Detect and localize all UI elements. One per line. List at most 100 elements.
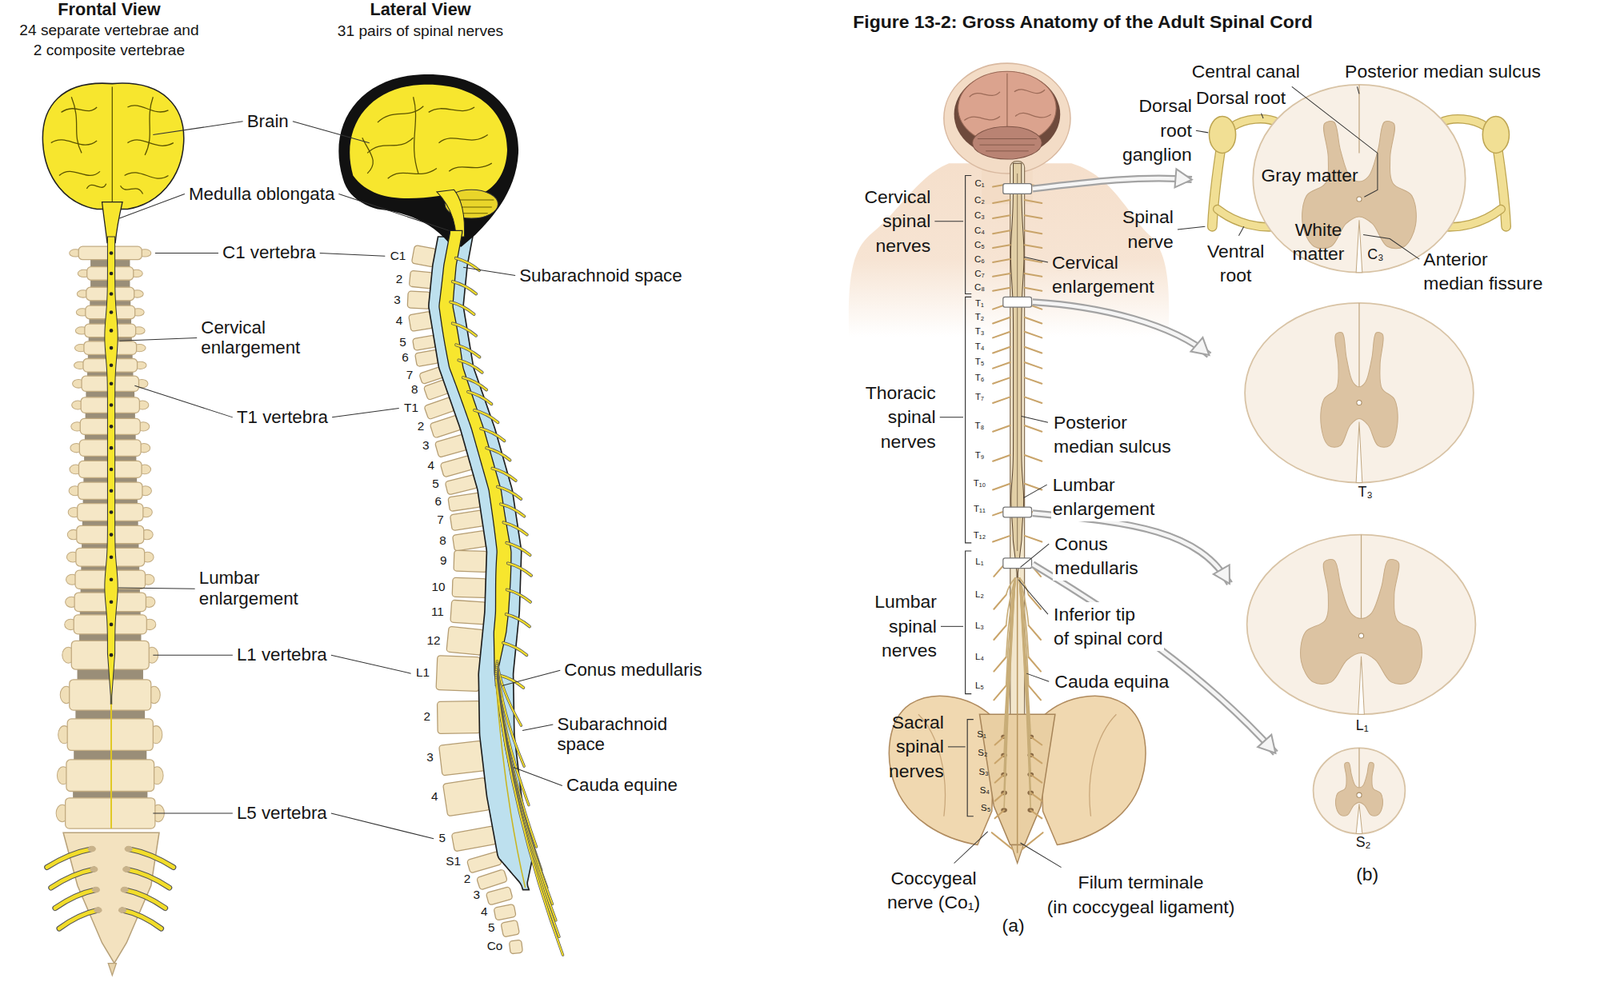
spinal-nerves-part [1028, 685, 1041, 700]
lateral-view-figure-part [486, 448, 510, 460]
segment-label: T₄ [975, 341, 985, 352]
spinal-nerves-part [1024, 455, 1043, 462]
posterior-view-figure-part [1016, 173, 1018, 552]
section-level: T₃ [1358, 484, 1373, 501]
segment-label: T₁₀ [973, 478, 987, 489]
lateral-view-figure-part [496, 669, 541, 871]
posterior-view-figure-part [964, 116, 1000, 120]
label-anchor: T₅ [975, 356, 985, 368]
frontal-view-figure-part [144, 96, 153, 156]
lateral-view-figure-part [452, 577, 487, 598]
lateral-view-figure-part [503, 643, 527, 656]
spinal-nerves-part [1022, 832, 1044, 849]
frontal-view-figure-part [67, 719, 153, 752]
spinal-nerves-part [1028, 595, 1041, 610]
leader-line [119, 337, 197, 341]
vertebra-number: Co [487, 940, 504, 954]
lateral-view-figure-part [456, 344, 480, 357]
lateral-view-figure-part [496, 673, 553, 904]
segment-label: T₁₁ [973, 504, 986, 515]
segment-label: C₇ [974, 268, 984, 280]
segment-label: C₂ [974, 195, 985, 206]
cord-cross-section-part [1356, 421, 1363, 483]
frontal-view-figure-part [71, 96, 82, 153]
label-anchor: 10 [432, 580, 446, 595]
frontal-view-figure-part [42, 83, 184, 209]
frontal-view-figure-part [109, 623, 114, 628]
spinal-nerves-part [992, 362, 1011, 369]
leader-line [292, 121, 370, 144]
text-line: nerve (Co₁) [887, 890, 980, 916]
lateral-view-figure-part [496, 680, 564, 956]
cord-cross-section-part [1313, 748, 1406, 834]
text-line: spinal [888, 734, 944, 760]
frontal-view-figure-part [128, 849, 174, 868]
leader-line [152, 812, 232, 814]
leader-line [332, 408, 400, 417]
leader-line [502, 670, 561, 686]
segment-label: T₈ [975, 420, 985, 432]
text-line: root [1207, 263, 1264, 288]
section-level: S₂ [1356, 835, 1372, 852]
lateral-view-figure-part [407, 291, 431, 309]
label-anchor: L₅ [975, 680, 984, 692]
figure-title: Figure 13-2: Gross Anatomy of the Adult … [852, 11, 1312, 34]
label-anchor: 3 [426, 751, 434, 765]
spinal-nerves-part [1024, 317, 1043, 324]
frontal-view-figure-part [109, 468, 114, 472]
spinal-nerves-part [1024, 396, 1043, 404]
segment-label: T₁₂ [973, 530, 986, 541]
label-anchor: 6 [435, 495, 443, 509]
frontal-view-figure-part [109, 363, 114, 368]
lateral-view-figure-part [500, 920, 520, 938]
label-anchor: S₂ [977, 748, 988, 759]
anatomy-label: Cervical enlargement [200, 317, 300, 359]
frontal-view-figure-part [109, 446, 114, 451]
spinal-nerves-part [1030, 755, 1042, 764]
label-anchor: 5 [432, 477, 440, 492]
text-line: median sulcus [1053, 434, 1172, 460]
label-anchor: Cauda equina [1052, 669, 1171, 695]
anatomy-label: T1 vertebra [236, 407, 328, 428]
spinal-nerves-part [1024, 288, 1043, 292]
label-anchor: 5 [438, 832, 446, 846]
vertebra-number: 5 [488, 921, 496, 936]
leader-line [134, 385, 232, 418]
anatomy-label: Inferior tip of spinal cord [1052, 602, 1164, 652]
lateral-view-figure-part [508, 940, 523, 955]
leader-line [1238, 226, 1244, 236]
lateral-view-figure-part [496, 680, 564, 956]
cord-cross-section-part [1252, 84, 1465, 273]
leader-line [1020, 544, 1050, 568]
leader-line [320, 252, 386, 256]
anatomy-label: Anterior median fissure [1423, 247, 1543, 296]
vertebra-number: 5 [432, 477, 440, 492]
leader-line [513, 768, 563, 787]
lateral-view-figure-part [456, 258, 480, 271]
frontal-view-figure-part [92, 887, 100, 894]
spinal-nerves-part [992, 455, 1011, 462]
spinal-nerves-part [1024, 200, 1043, 204]
frontal-view-figure-part [109, 510, 114, 515]
text-line: (in coccygeal ligament) [1047, 895, 1236, 920]
leader-line [940, 416, 964, 418]
spinal-nerves-part [993, 657, 1006, 672]
lateral-view-figure-part [446, 626, 484, 656]
posterior-view-figure-part [888, 696, 995, 845]
text-line: nerves [864, 233, 931, 259]
lateral-view-figure-part [367, 137, 413, 153]
text-line: enlargement [1052, 274, 1155, 300]
text-line: nerves [874, 638, 937, 664]
lateral-view-figure-part [463, 377, 487, 390]
label-anchor: Frontal View [57, 0, 160, 20]
anatomy-label: Subarachnoid space [519, 265, 682, 287]
anatomy-label: Gray matter [1261, 163, 1359, 188]
cord-cross-section-part [1482, 116, 1509, 153]
posterior-view-figure-part [979, 144, 1035, 146]
label-anchor: 5 [488, 921, 496, 936]
label-anchor: White matter [1292, 217, 1344, 267]
frontal-view-figure-part [109, 328, 114, 333]
posterior-view-figure-part [1003, 558, 1032, 569]
vertebra-number: 2 [423, 710, 431, 724]
section-arrow-part [1032, 178, 1192, 189]
